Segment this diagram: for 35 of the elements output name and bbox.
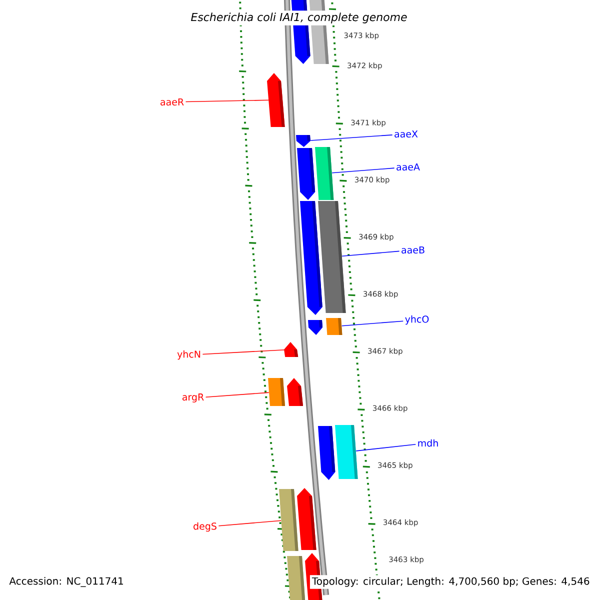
gene-label: yhcN [177,350,200,360]
gene-label: aaeA [396,163,420,171]
leader-line [218,520,282,526]
gene-label: yhcO [405,315,429,325]
gene-label: mdh [418,439,438,447]
leader-line [202,349,285,355]
gene-label: aaeB [402,246,424,254]
gene-label: degS [194,522,216,532]
leader-line [342,250,400,257]
leader-line [310,134,393,141]
gene-block [318,201,346,313]
leader-line [332,168,395,174]
gene-block [297,488,316,550]
leader-line [185,100,270,102]
leader-line [356,444,416,452]
gene-label: argR [182,394,204,402]
gene-block [287,556,306,600]
gene-block [296,135,310,147]
gene-block [308,320,322,335]
gene-block [267,73,285,127]
title: Escherichia coli IAI1, complete genome [188,10,410,26]
genome-info-text: Topology: circular; Length: 4,700,560 bp; Genes: 4,546 [310,575,592,589]
gene-block [326,318,342,335]
leader-line [341,320,404,326]
gene-block [287,378,303,406]
gene-block [315,147,334,200]
leader-line [205,392,270,398]
gene-block [268,378,285,406]
gene-block [335,425,358,479]
gene-block [318,426,336,480]
gene-label: aaeX [394,130,418,138]
gene-block [284,342,298,357]
accession-text: Accession: NC_011741 [7,575,126,589]
gene-block [279,489,298,551]
gene-label: aaeR [160,98,184,106]
